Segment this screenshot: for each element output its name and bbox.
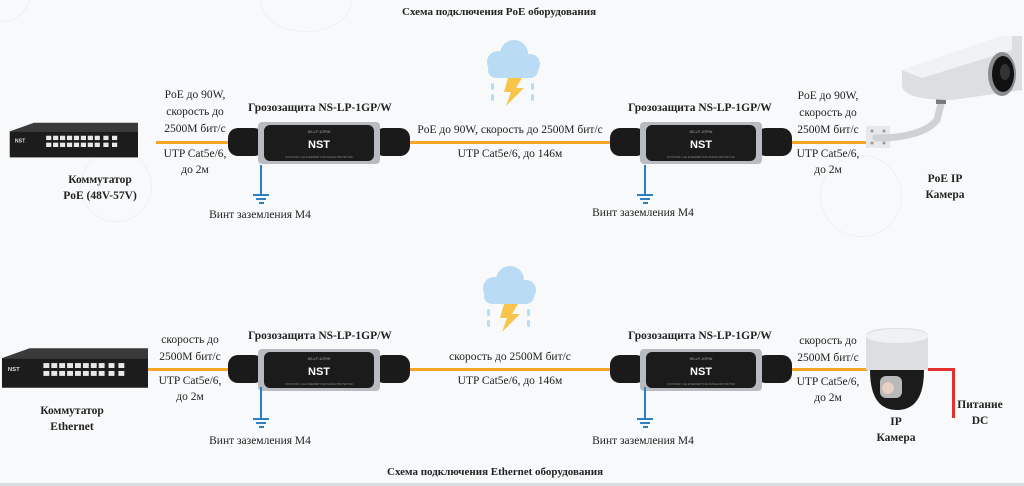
ground-symbol-icon xyxy=(253,194,269,206)
svg-text:NS-LP-1GP/W: NS-LP-1GP/W xyxy=(308,130,331,134)
left-link-label-1: скорость до xyxy=(161,334,219,346)
cable-switch-to-protector xyxy=(148,368,234,371)
ground-wire xyxy=(260,165,262,195)
left-cable-label-1: UTP Cat5e/6, xyxy=(163,148,227,160)
surge-protector-device: NST NS-LP-1GP/W OUTDOOR 1 GE ETHERNET PO… xyxy=(228,349,410,391)
lightning-bolt-icon xyxy=(504,78,524,106)
top-diagram-title: Схема подключения PoE оборудования xyxy=(402,6,597,18)
left-link-label-2: 2500М бит/с xyxy=(159,351,221,363)
middle-cable-label: UTP Cat5e/6, до 146м xyxy=(457,148,563,160)
cable-protector-to-protector xyxy=(405,368,617,371)
ip-camera-image xyxy=(866,328,928,410)
svg-text:NS-LP-1GP/W: NS-LP-1GP/W xyxy=(690,130,713,134)
cable-protector-to-camera xyxy=(788,141,868,144)
svg-text:NST: NST xyxy=(8,367,20,373)
left-link-label-1: PoE до 90W, xyxy=(164,89,226,101)
lightning-bolt-icon xyxy=(500,304,520,332)
poe-switch-label-line1: Коммутатор xyxy=(68,174,132,186)
dc-power-wire xyxy=(952,368,955,418)
bottom-divider xyxy=(0,483,1024,486)
ground-screw-label: Винт заземления М4 xyxy=(209,435,311,447)
svg-text:NS-LP-1GP/W: NS-LP-1GP/W xyxy=(308,357,331,361)
ip-camera-label-line2: Камера xyxy=(876,432,916,444)
right-link-label-2: 2500М бит/с xyxy=(797,352,859,364)
background-decoration xyxy=(0,0,32,22)
svg-text:OUTDOOR 1 GE ETHERNET POE SURG: OUTDOOR 1 GE ETHERNET POE SURGE PROTECTO… xyxy=(667,155,735,159)
ground-wire xyxy=(260,387,262,419)
left-cable-label-2: до 2м xyxy=(176,391,204,403)
cable-switch-to-protector xyxy=(156,141,234,144)
bottom-diagram-title: Схема подключения Ethernet оборудования xyxy=(387,466,604,478)
background-decoration xyxy=(260,0,352,32)
middle-cable-label: UTP Cat5e/6, до 146м xyxy=(457,375,563,387)
svg-text:NS-LP-1GP/W: NS-LP-1GP/W xyxy=(690,357,713,361)
protector1-title: Грозозащита NS-LP-1GP/W xyxy=(248,102,392,114)
ground-screw-label: Винт заземления М4 xyxy=(209,209,311,221)
poe-switch-image: NST xyxy=(9,122,138,158)
right-cable-label-1: UTP Cat5e/6, xyxy=(796,376,860,388)
poe-ip-camera-image xyxy=(866,36,1022,148)
dc-power-label-line2: DC xyxy=(971,415,989,427)
switch-brand-logo: NST xyxy=(15,139,26,145)
ground-screw-label: Винт заземления М4 xyxy=(592,207,694,219)
left-cable-label-1: UTP Cat5e/6, xyxy=(158,375,222,387)
storm-cloud-icon xyxy=(483,266,536,332)
dc-power-wire xyxy=(928,368,954,371)
cable-protector-to-camera xyxy=(788,368,868,371)
surge-protector-device: NST NS-LP-1GP/W OUTDOOR 1 GE ETHERNET PO… xyxy=(610,122,792,164)
ground-symbol-icon xyxy=(637,418,653,430)
storm-cloud-icon xyxy=(487,40,540,106)
dc-power-label-line1: Питание xyxy=(957,399,1003,411)
middle-link-label: скорость до 2500М бит/с xyxy=(449,351,571,363)
ethernet-switch-image: NST xyxy=(1,348,148,388)
right-link-label-2: скорость до xyxy=(799,107,857,119)
poe-camera-label-line1: PoE IP xyxy=(927,173,963,185)
svg-text:NST: NST xyxy=(690,139,712,151)
right-link-label-3: 2500М бит/с xyxy=(797,124,859,136)
ethernet-switch-label-line2: Ethernet xyxy=(50,421,94,433)
svg-text:OUTDOOR 1 GE ETHERNET POE SURG: OUTDOOR 1 GE ETHERNET POE SURGE PROTECTO… xyxy=(285,155,353,159)
protector2-title: Грозозащита NS-LP-1GP/W xyxy=(628,330,772,342)
ground-wire xyxy=(644,387,646,419)
surge-protector-device: NST NS-LP-1GP/W OUTDOOR 1 GE ETHERNET PO… xyxy=(228,122,410,164)
ethernet-switch-label-line1: Коммутатор xyxy=(40,405,104,417)
middle-link-label: PoE до 90W, скорость до 2500М бит/с xyxy=(417,124,603,136)
left-link-label-2: скорость до xyxy=(166,106,224,118)
ground-screw-label: Винт заземления М4 xyxy=(592,435,694,447)
left-cable-label-2: до 2м xyxy=(181,164,209,176)
right-link-label-1: PoE до 90W, xyxy=(797,90,859,102)
svg-text:OUTDOOR 1 GE ETHERNET POE SURG: OUTDOOR 1 GE ETHERNET POE SURGE PROTECTO… xyxy=(285,382,353,386)
right-cable-label-1: UTP Cat5e/6, xyxy=(796,148,860,160)
poe-switch-label-line2: PoE (48V-57V) xyxy=(63,190,137,202)
ip-camera-label-line1: IP xyxy=(890,416,902,428)
right-cable-label-2: до 2м xyxy=(814,164,842,176)
protector1-title: Грозозащита NS-LP-1GP/W xyxy=(248,330,392,342)
ground-symbol-icon xyxy=(253,418,269,430)
left-link-label-3: 2500М бит/с xyxy=(164,123,226,135)
surge-protector-device: NST NS-LP-1GP/W OUTDOOR 1 GE ETHERNET PO… xyxy=(610,349,792,391)
protector2-title: Грозозащита NS-LP-1GP/W xyxy=(628,102,772,114)
background-decoration xyxy=(820,155,902,237)
right-link-label-1: скорость до xyxy=(799,335,857,347)
ground-wire xyxy=(644,165,646,195)
poe-camera-label-line2: Камера xyxy=(925,189,965,201)
right-cable-label-2: до 2м xyxy=(814,392,842,404)
svg-text:NST: NST xyxy=(690,366,712,378)
svg-text:NST: NST xyxy=(308,366,330,378)
cable-protector-to-protector xyxy=(405,141,617,144)
svg-text:OUTDOOR 1 GE ETHERNET POE SURG: OUTDOOR 1 GE ETHERNET POE SURGE PROTECTO… xyxy=(667,382,735,386)
protector-brand-logo: NST xyxy=(308,139,330,151)
ground-symbol-icon xyxy=(637,194,653,206)
